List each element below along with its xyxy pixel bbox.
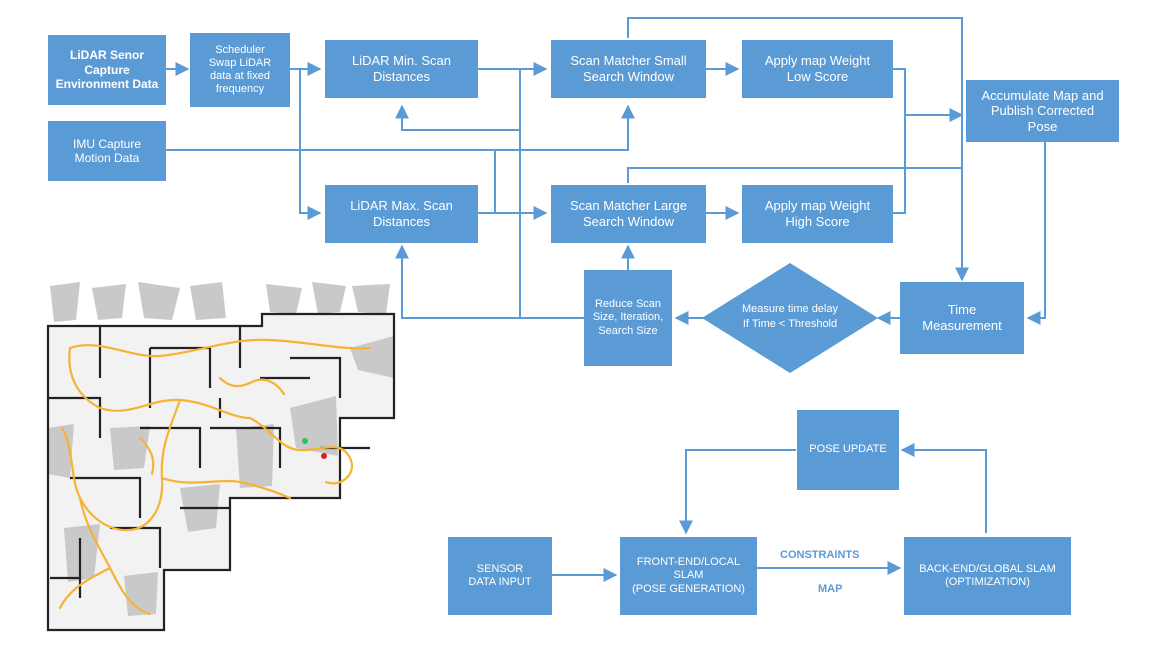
arrow-backend-to-pose: [900, 443, 987, 533]
map-trajectory: [58, 338, 372, 616]
weight-low-box: Apply map Weight Low Score: [742, 40, 893, 98]
lidar-max-scan-box: LiDAR Max. Scan Distances: [325, 185, 478, 243]
scan-matcher-small-box: Scan Matcher Small Search Window: [551, 40, 706, 98]
arrow-pose-to-frontend: [679, 449, 796, 535]
back-end-box: BACK-END/GLOBAL SLAM (OPTIMIZATION): [904, 537, 1071, 615]
trajectory-start-marker: [302, 438, 308, 444]
arrow-low-to-accumulate: [893, 68, 964, 122]
arrow-imu-to-small: [495, 104, 635, 151]
constraints-label: CONSTRAINTS: [780, 549, 860, 561]
arrow-high-to-accumulate: [893, 115, 906, 214]
imu-capture-box: IMU Capture Motion Data: [48, 121, 166, 181]
decision-diamond: [702, 263, 878, 373]
arrow-reduce-to-max: [395, 244, 584, 319]
accumulate-map-box: Accumulate Map and Publish Corrected Pos…: [966, 80, 1119, 142]
trajectory-end-marker: [321, 453, 327, 459]
front-end-box: FRONT-END/LOCAL SLAM (POSE GENERATION): [620, 537, 757, 615]
sensor-input-box: SENSOR DATA INPUT: [448, 537, 552, 615]
scheduler-box: Scheduler Swap LiDAR data at fixed frequ…: [190, 33, 290, 107]
lidar-capture-box: LiDAR Senor Capture Environment Data: [48, 35, 166, 105]
lidar-min-scan-box: LiDAR Min. Scan Distances: [325, 40, 478, 98]
reduce-scan-box: Reduce Scan Size, Iteration, Search Size: [584, 270, 672, 366]
map-walls: [46, 312, 396, 632]
arrow-scheduler-to-max: [299, 69, 322, 220]
scan-matcher-large-box: Scan Matcher Large Search Window: [551, 185, 706, 243]
map-label: MAP: [818, 583, 843, 595]
arrow-large-to-time: [627, 167, 962, 183]
pose-update-box: POSE UPDATE: [797, 410, 899, 490]
arrow-reduce-to-min: [395, 104, 521, 318]
time-measurement-box: Time Measurement: [900, 282, 1024, 354]
arrow-accumulate-to-time: [1026, 140, 1046, 325]
weight-high-box: Apply map Weight High Score: [742, 185, 893, 243]
arrow-small-to-time: [627, 17, 969, 282]
decision-label: Measure time delay If Time < Threshold: [742, 303, 838, 330]
slam-occupancy-map: [46, 282, 396, 632]
